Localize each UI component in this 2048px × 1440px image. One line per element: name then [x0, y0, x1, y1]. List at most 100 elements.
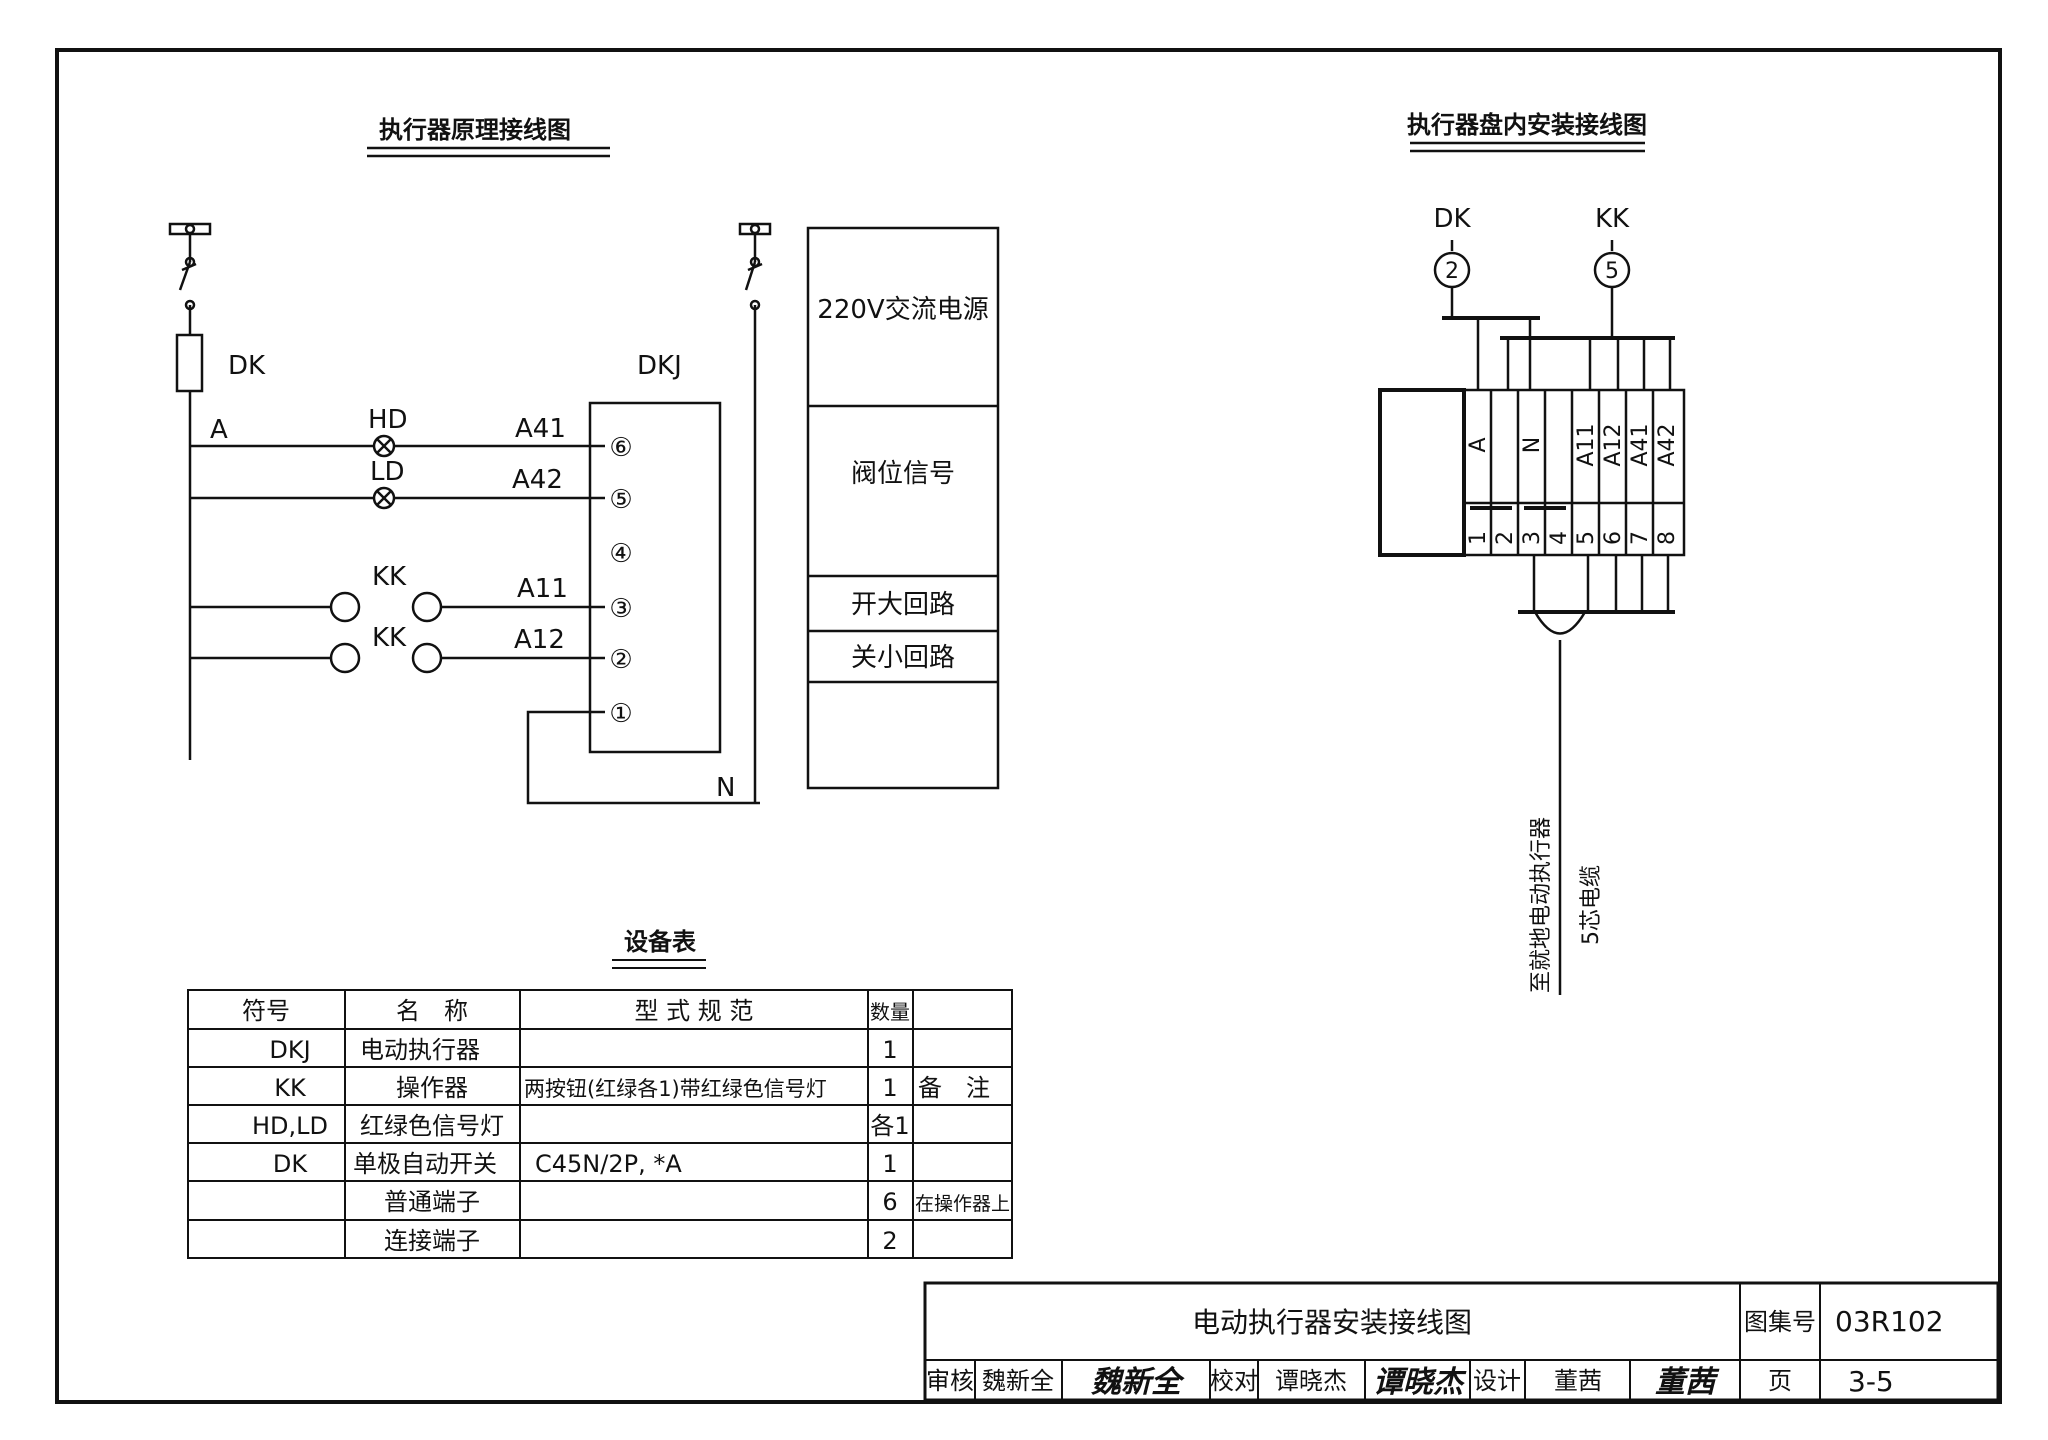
hd-label: HD — [368, 405, 408, 435]
dkj-label: DKJ — [637, 351, 682, 381]
table-row-3-qty: 各1 — [870, 1112, 909, 1140]
checker-name: 谭晓杰 — [1275, 1367, 1347, 1395]
page-number: 3-5 — [1848, 1365, 1894, 1398]
table-row-5-name: 普通端子 — [384, 1188, 480, 1216]
table-row-2-spec: 两按钮(红绿各1)带红绿色信号灯 — [524, 1077, 827, 1101]
wire-a41: A41 — [515, 414, 566, 444]
panel-wiring-title: 执行器盘内安装接线图 — [1407, 111, 1647, 139]
kk-label-2: KK — [372, 623, 407, 653]
cable-type-text: 5芯电缆 — [1579, 865, 1604, 945]
terminal-5: ⑤ — [609, 485, 632, 515]
strip-number-5: 5 — [1574, 531, 1599, 545]
strip-number-3: 3 — [1520, 531, 1545, 545]
table-row-4-symbol: DK — [273, 1150, 308, 1178]
neutral-label: N — [716, 773, 735, 803]
strip-number-4: 4 — [1547, 531, 1572, 545]
ld-label: LD — [370, 457, 405, 487]
table-row-6-qty: 2 — [882, 1227, 897, 1255]
dk-fuse — [175, 333, 204, 393]
phase-a-label: A — [210, 415, 228, 445]
table-row-3-name: 红绿色信号灯 — [360, 1112, 504, 1140]
table-row-1-qty: 1 — [882, 1036, 897, 1064]
strip-signal-6: A12 — [1601, 423, 1626, 466]
strip-number-2: 2 — [1493, 531, 1518, 545]
reviewer-name: 魏新全 — [982, 1367, 1054, 1395]
block-valve-position: 阀位信号 — [851, 459, 955, 489]
page-label: 页 — [1768, 1367, 1792, 1395]
wire-a42: A42 — [512, 465, 563, 495]
device-block — [1378, 388, 1466, 557]
terminal-4: ④ — [609, 539, 632, 569]
neutral-wire — [526, 710, 760, 805]
schematic-title: 执行器原理接线图 — [379, 116, 571, 144]
kk-label-1: KK — [372, 562, 407, 592]
table-row-4-name: 单极自动开关 — [353, 1150, 497, 1178]
table-header-qty: 数量 — [870, 1000, 910, 1024]
table-row-6-name: 连接端子 — [384, 1227, 480, 1255]
atlas-number: 03R102 — [1835, 1305, 1944, 1338]
reviewer-signature: 魏新全 — [1090, 1365, 1185, 1400]
kk-contact-2b — [411, 642, 443, 674]
designer-signature: 董茜 — [1655, 1365, 1720, 1400]
strip-number-6: 6 — [1601, 531, 1626, 545]
kk-terminal-label: KK — [1595, 204, 1630, 234]
terminal-1: ① — [609, 699, 632, 729]
table-row-4-spec: C45N/2P, *A — [535, 1150, 682, 1178]
dk-switch-symbol — [168, 222, 212, 335]
drawing-frame — [55, 48, 2002, 1404]
block-close-circuit: 关小回路 — [851, 643, 955, 673]
kk-contact-1b — [411, 591, 443, 623]
dkj-actuator-box — [588, 401, 722, 754]
table-row-2-note: 备 注 — [918, 1074, 990, 1102]
equipment-table-title: 设备表 — [624, 928, 697, 956]
table-row-2-name: 操作器 — [396, 1074, 468, 1102]
table-header-symbol: 符号 — [242, 997, 290, 1025]
schematic-diagram: 执行器原理接线图 DK A HD A41 LD A42 — [168, 116, 1000, 805]
checker-signature: 谭晓杰 — [1373, 1365, 1467, 1400]
function-column — [806, 226, 1000, 790]
table-row-5-qty: 6 — [882, 1188, 897, 1216]
dk-terminal-label: DK — [1433, 204, 1471, 234]
designer-name: 董茜 — [1554, 1367, 1602, 1395]
review-label: 审核 — [926, 1367, 974, 1395]
wire-a11: A11 — [517, 574, 568, 604]
table-row-1-symbol: DKJ — [269, 1036, 310, 1064]
dk-label: DK — [228, 351, 266, 381]
table-header-name: 名 称 — [396, 997, 468, 1025]
strip-number-1: 1 — [1466, 531, 1491, 545]
table-row-4-qty: 1 — [882, 1150, 897, 1178]
cable-destination-text: 至就地电动执行器 — [1529, 817, 1554, 993]
table-row-2-qty: 1 — [882, 1074, 897, 1102]
n-bus-switch-symbol — [738, 222, 772, 803]
design-label: 设计 — [1473, 1367, 1521, 1395]
svg-text:5: 5 — [1605, 259, 1619, 284]
atlas-label: 图集号 — [1744, 1308, 1816, 1336]
terminal-2: ② — [609, 645, 632, 675]
strip-signal-7: A41 — [1628, 423, 1653, 466]
strip-number-7: 7 — [1628, 531, 1653, 545]
block-open-circuit: 开大回路 — [851, 590, 955, 620]
strip-signal-5: A11 — [1574, 423, 1599, 466]
kk-contact-2a — [329, 642, 361, 674]
terminal-6: ⑥ — [609, 433, 632, 463]
table-row-2-symbol: KK — [274, 1074, 307, 1102]
terminal-strip — [1462, 388, 1686, 557]
wire-a12: A12 — [514, 625, 565, 655]
strip-number-8: 8 — [1655, 531, 1680, 545]
strip-signal-1: A — [1466, 437, 1491, 452]
title-block: 电动执行器安装接线图 图集号 03R102 审核 魏新全 魏新全 校对 谭晓杰 … — [923, 1281, 2000, 1402]
strip-signal-3: N — [1520, 437, 1545, 453]
kk-contact-1a — [329, 591, 361, 623]
table-row-1-name: 电动执行器 — [360, 1036, 480, 1064]
table-row-3-symbol: HD,LD — [252, 1112, 328, 1140]
svg-text:2: 2 — [1445, 259, 1459, 284]
table-header-spec: 型 式 规 范 — [635, 997, 754, 1025]
block-power: 220V交流电源 — [817, 295, 988, 325]
drawing-title: 电动执行器安装接线图 — [1192, 1306, 1472, 1339]
panel-wiring-diagram: 执行器盘内安装接线图 DK 2 KK 5 — [1378, 111, 1686, 995]
equipment-table: 设备表 符号 名 称 型 式 规 范 数量 DKJ 电动执行器 1 KK 操作器… — [187, 928, 1013, 1259]
table-row-5-note: 在操作器上 — [915, 1193, 1010, 1215]
cable-bundle — [1533, 611, 1587, 635]
terminal-3: ③ — [609, 594, 632, 624]
